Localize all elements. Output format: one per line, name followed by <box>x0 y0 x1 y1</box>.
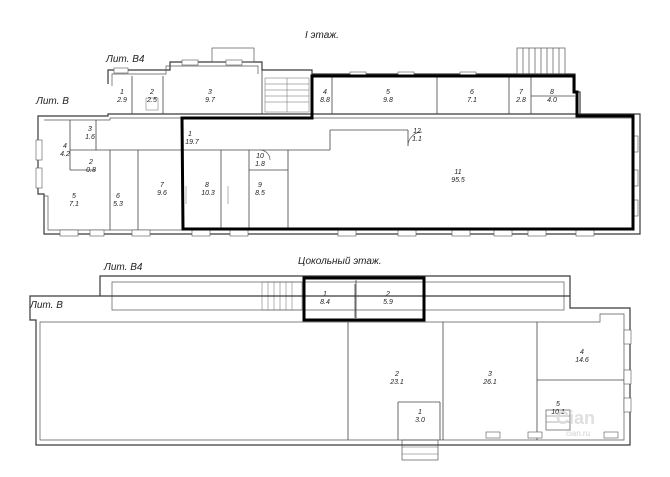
room-id: 9 <box>258 182 262 189</box>
room-area: 2.9 <box>116 97 127 104</box>
watermark-sub: cian.ru <box>566 429 590 438</box>
room-area: 1.1 <box>412 136 422 143</box>
room-id: 5 <box>72 193 76 200</box>
room-id: 2 <box>149 89 154 96</box>
watermark: Cian <box>556 408 595 428</box>
lit-v-label-bottom: Лит. В <box>29 300 63 311</box>
lit-v4-label-bottom: Лит. В4 <box>103 262 143 273</box>
room-id: 3 <box>88 126 92 133</box>
room-area: 1.8 <box>255 161 265 168</box>
room-area: 4.0 <box>547 97 557 104</box>
room-id: 4 <box>63 143 67 150</box>
room-area: 5.9 <box>383 299 393 306</box>
room-id: 3 <box>208 89 212 96</box>
first-floor-room-labels: 1 2.9 2 2.5 3 9.7 4 8.8 5 9.8 6 7.1 7 2.… <box>60 89 557 208</box>
room-area: 2.8 <box>515 97 526 104</box>
room-area: 7.1 <box>467 97 477 104</box>
room-id: 1 <box>188 131 192 138</box>
room-id: 2 <box>394 371 399 378</box>
room-id: 1 <box>323 291 327 298</box>
room-area: 95.5 <box>451 177 465 184</box>
room-id: 6 <box>116 193 120 200</box>
room-id: 4 <box>580 349 584 356</box>
room-id: 2 <box>385 291 390 298</box>
first-floor-plan <box>35 47 641 237</box>
room-area: 1.6 <box>85 134 95 141</box>
first-floor-highlight <box>180 74 635 231</box>
room-area: 7.1 <box>69 201 79 208</box>
lit-v-label-top: Лит. В <box>35 96 69 107</box>
room-id: 8 <box>550 89 554 96</box>
room-area: 2.5 <box>146 97 157 104</box>
room-area: 9.7 <box>205 97 216 104</box>
room-id: 7 <box>519 89 524 96</box>
room-area: 26.1 <box>482 379 497 386</box>
room-id: 6 <box>470 89 474 96</box>
lit-v4-label-top: Лит. В4 <box>105 54 145 65</box>
room-id: 2 <box>88 159 93 166</box>
room-id: 5 <box>556 401 560 408</box>
room-area: 23.1 <box>389 379 404 386</box>
room-area: 19.7 <box>185 139 200 146</box>
room-id: 3 <box>488 371 492 378</box>
room-area: 10.3 <box>201 190 215 197</box>
room-id: 8 <box>205 182 209 189</box>
basement-plan <box>29 275 632 461</box>
first-floor-caption: I этаж. <box>305 30 339 41</box>
room-id: 10 <box>256 153 264 160</box>
basement-caption: Цокольный этаж. <box>298 256 382 267</box>
room-area: 0.8 <box>86 167 96 174</box>
room-id: 7 <box>160 182 165 189</box>
room-area: 14.6 <box>575 357 589 364</box>
room-id: 12 <box>413 128 421 135</box>
room-area: 9.8 <box>383 97 393 104</box>
room-id: 5 <box>386 89 390 96</box>
room-area: 4.2 <box>60 151 70 158</box>
room-area: 5.3 <box>113 201 123 208</box>
room-area: 8.8 <box>320 97 330 104</box>
room-id: 1 <box>418 409 422 416</box>
room-area: 10.1 <box>551 409 565 416</box>
room-area: 3.0 <box>415 417 425 424</box>
basement-highlight <box>302 276 426 322</box>
room-area: 9.6 <box>157 190 167 197</box>
room-id: 11 <box>454 169 461 176</box>
room-area: 8.5 <box>255 190 265 197</box>
room-id: 1 <box>120 89 124 96</box>
basement-room-labels: 1 8.4 2 5.9 2 23.1 3 26.1 4 14.6 5 10.1 … <box>320 291 589 424</box>
room-area: 8.4 <box>320 299 330 306</box>
room-id: 4 <box>323 89 327 96</box>
